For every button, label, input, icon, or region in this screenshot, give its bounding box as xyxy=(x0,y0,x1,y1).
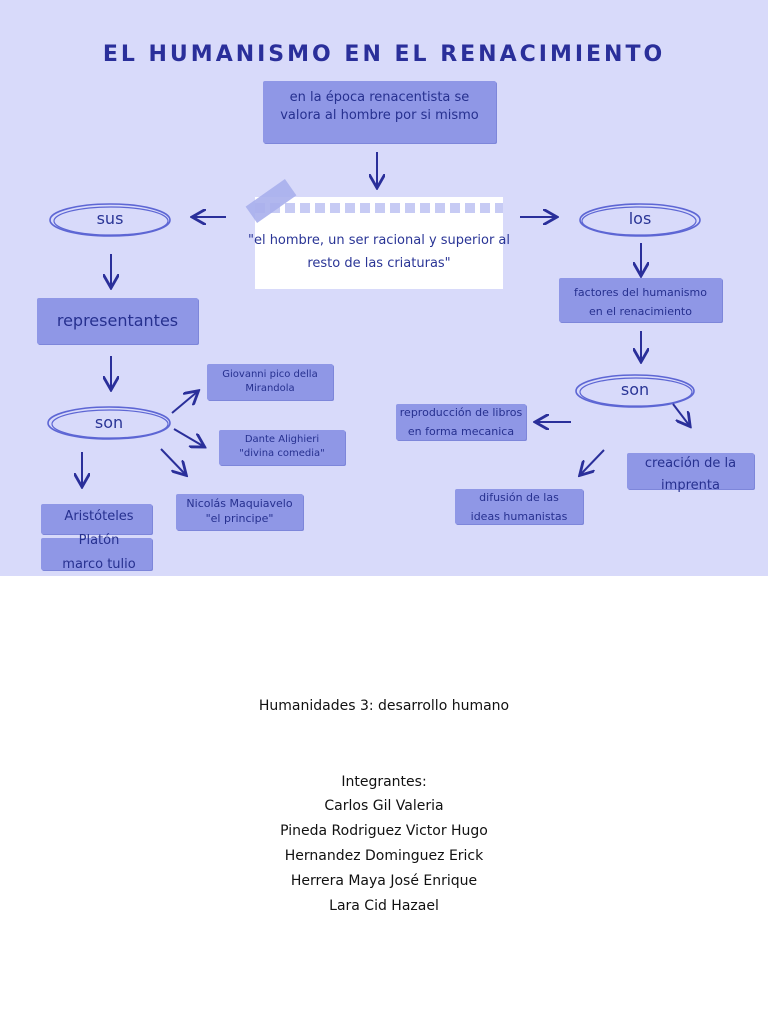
note-perforation xyxy=(255,203,503,213)
top-box-text: en la época renacentista se valora al ho… xyxy=(280,90,479,123)
oval-sus-shape xyxy=(49,203,171,237)
representantes-text: representantes xyxy=(56,311,179,330)
oval-los-shape xyxy=(579,203,701,237)
oval-los: los xyxy=(576,200,704,240)
oval-son-right-shape xyxy=(575,374,695,408)
maquiavelo-line1: Nicolás Maquiavelo xyxy=(186,497,293,510)
pico-text: Giovanni pico della Mirandola xyxy=(222,369,318,394)
oval-son-left-shape xyxy=(47,406,171,440)
pico-box: Giovanni pico della Mirandola xyxy=(207,364,333,400)
arrow-son-to-imprenta xyxy=(672,403,689,425)
dante-box: Dante Alighieri "divina comedia" xyxy=(219,430,345,465)
classics-box-top xyxy=(41,504,152,534)
dante-line2: "divina comedia" xyxy=(239,447,325,459)
members-list: Carlos Gil Valeria Pineda Rodriguez Vict… xyxy=(0,798,768,923)
page-title: EL HUMANISMO EN EL RENACIMIENTO xyxy=(102,42,666,67)
arrow-son-to-pico xyxy=(171,392,197,414)
oval-son-left: son xyxy=(44,403,174,443)
oval-son-right-label: son xyxy=(620,380,650,399)
member-item: Lara Cid Hazael xyxy=(329,898,439,914)
oval-sus-label: sus xyxy=(96,209,124,228)
oval-los-label: los xyxy=(628,209,652,228)
reproduccion-box: reproducción de libros en forma mecanica xyxy=(396,404,526,440)
quote-note: "el hombre, un ser racional y superior a… xyxy=(245,179,510,289)
arrow-son-to-maquiavelo xyxy=(160,448,185,474)
maquiavelo-box: Nicolás Maquiavelo "el principe" xyxy=(176,494,303,530)
difusion-text: difusión de las ideas humanistas xyxy=(470,491,568,523)
classics-list: Aristóteles Platón marco tulio xyxy=(41,505,157,576)
oval-sus: sus xyxy=(46,200,174,240)
reproduccion-text: reproducción de libros en forma mecanica xyxy=(399,406,523,438)
arrow-son-to-difusion xyxy=(581,449,605,474)
arrow-son-to-dante xyxy=(173,428,203,446)
classic-platon: Platón xyxy=(78,533,120,548)
classic-marco-tulio: marco tulio xyxy=(62,557,136,572)
member-item: Carlos Gil Valeria xyxy=(324,798,444,814)
concept-map-poster: EL HUMANISMO EN EL RENACIMIENTO en la ép… xyxy=(0,0,768,576)
dante-line1: Dante Alighieri xyxy=(244,434,320,445)
classic-aristoteles: Aristóteles xyxy=(64,509,134,524)
factores-text: factores del humanismo en el renacimient… xyxy=(574,286,707,318)
maquiavelo-line2: "el principe" xyxy=(205,511,274,525)
member-item: Hernandez Dominguez Erick xyxy=(284,848,484,864)
members-heading: Integrantes: xyxy=(341,774,427,790)
imprenta-box: creación de la imprenta xyxy=(627,453,754,493)
factores-box: factores del humanismo en el renacimient… xyxy=(559,278,722,322)
connector-arrows xyxy=(0,152,768,576)
representantes-box: representantes xyxy=(37,298,198,344)
oval-son-left-label: son xyxy=(94,413,124,432)
classics-box-bottom xyxy=(41,538,152,570)
course-name: Humanidades 3: desarrollo humano xyxy=(258,698,510,714)
member-item: Pineda Rodriguez Victor Hugo xyxy=(280,823,488,839)
quote-text: "el hombre, un ser racional y superior a… xyxy=(247,233,511,272)
difusion-box: difusión de las ideas humanistas xyxy=(455,489,583,524)
member-item: Herrera Maya José Enrique xyxy=(290,873,478,889)
imprenta-text: creación de la imprenta xyxy=(644,456,737,494)
oval-son-right: son xyxy=(572,371,698,411)
top-box: en la época renacentista se valora al ho… xyxy=(263,81,496,143)
